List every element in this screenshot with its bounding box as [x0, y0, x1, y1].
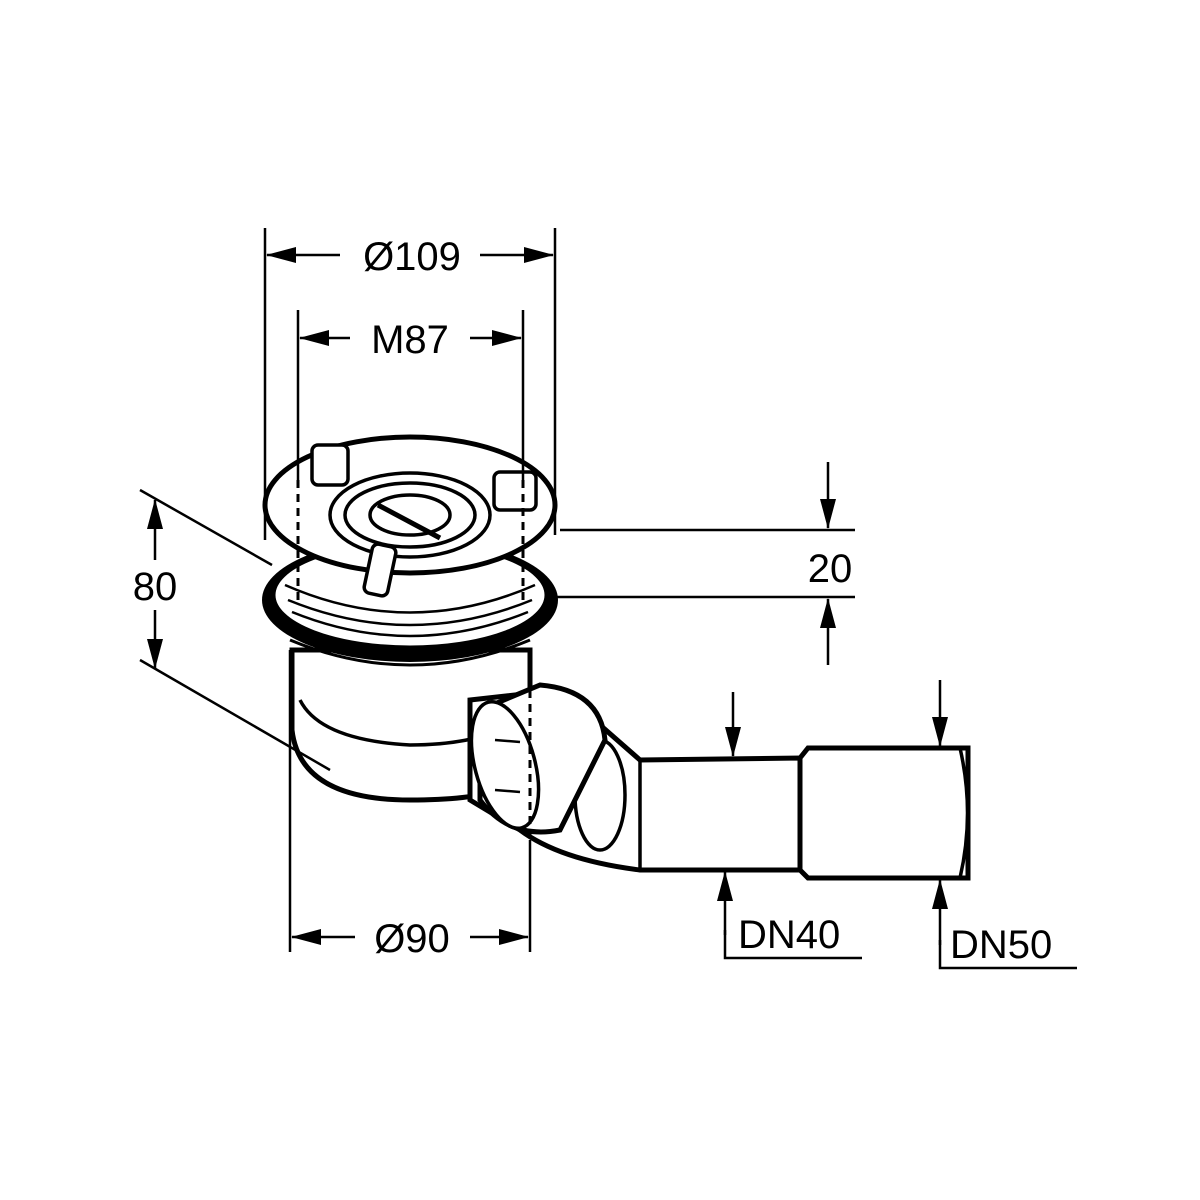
dimension-height: 80	[133, 488, 331, 772]
dn40-label: DN40	[738, 913, 840, 957]
outer-diameter-label: Ø109	[363, 235, 461, 279]
dimension-flange-height: 20	[555, 462, 855, 665]
locking-tab	[362, 542, 398, 598]
body-diameter-label: Ø90	[374, 917, 450, 961]
dimension-body-diameter: Ø90	[288, 650, 532, 961]
flange-height-label: 20	[808, 547, 853, 591]
thread-label: M87	[371, 318, 449, 362]
dimension-outer-diameter: Ø109	[263, 228, 557, 540]
dimension-thread: M87	[296, 310, 525, 480]
locking-tab	[492, 470, 538, 512]
height-label: 80	[133, 565, 178, 609]
dimension-outlet-dn40: DN40	[717, 692, 862, 960]
dimension-outlet-dn50: DN50	[932, 680, 1077, 970]
dn50-label: DN50	[950, 923, 1052, 967]
locking-tab	[310, 443, 350, 487]
drain-body	[262, 434, 971, 881]
